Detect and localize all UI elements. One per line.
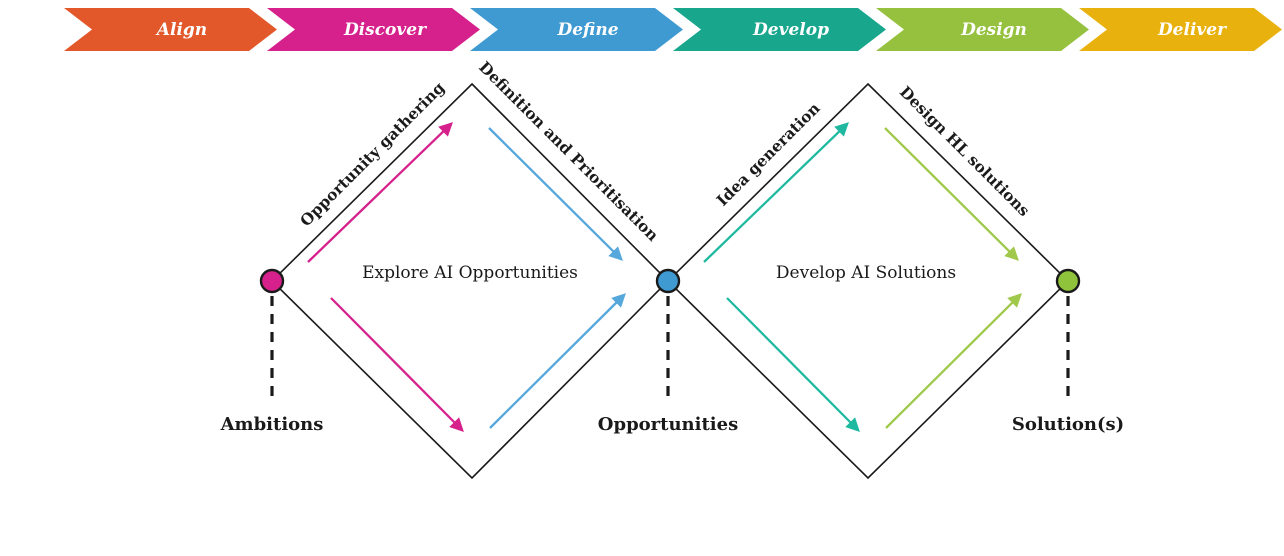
phase-label-align: Align (155, 20, 207, 40)
arrow-definition-prioritisation (488, 127, 623, 261)
phase-label-discover: Discover (343, 20, 427, 40)
phase-chevron-align (64, 8, 277, 51)
arrow-diverge-down-right-diamond (726, 297, 860, 432)
phase-chevron-deliver (1079, 8, 1282, 51)
phase-chevron-discover (267, 8, 480, 51)
phase-chevron-develop (673, 8, 886, 51)
node-label-solutions: Solution(s) (1012, 414, 1124, 435)
arrow-converge-up-right-diamond (885, 293, 1022, 429)
phase-label-deliver: Deliver (1157, 20, 1227, 40)
arrow-diverge-down-left-diamond (330, 297, 464, 432)
phase-banner: Align Discover Define Develop Design Del… (64, 8, 1282, 51)
node-opportunities (655, 268, 681, 294)
diamond-title-explore-ai-opportunities: Explore AI Opportunities (362, 263, 578, 283)
phase-label-design: Design (960, 20, 1027, 40)
node-label-opportunities: Opportunities (598, 414, 738, 435)
arrow-design-hl-solutions (884, 127, 1019, 261)
phase-label-define: Define (556, 20, 618, 40)
node-solutions (1055, 268, 1081, 294)
phase-label-develop: Develop (752, 20, 829, 40)
node-ambitions (259, 268, 285, 294)
right-diamond-outline (666, 82, 1070, 480)
arrow-converge-up-left-diamond (489, 293, 626, 429)
arrow-opportunity-gathering (307, 122, 453, 263)
left-diamond-outline (270, 82, 670, 480)
phase-chevron-design (876, 8, 1089, 51)
phase-chevron-define (470, 8, 683, 51)
diamond-title-develop-ai-solutions: Develop AI Solutions (776, 263, 956, 283)
node-label-ambitions: Ambitions (220, 414, 324, 435)
arrow-idea-generation (703, 122, 849, 263)
